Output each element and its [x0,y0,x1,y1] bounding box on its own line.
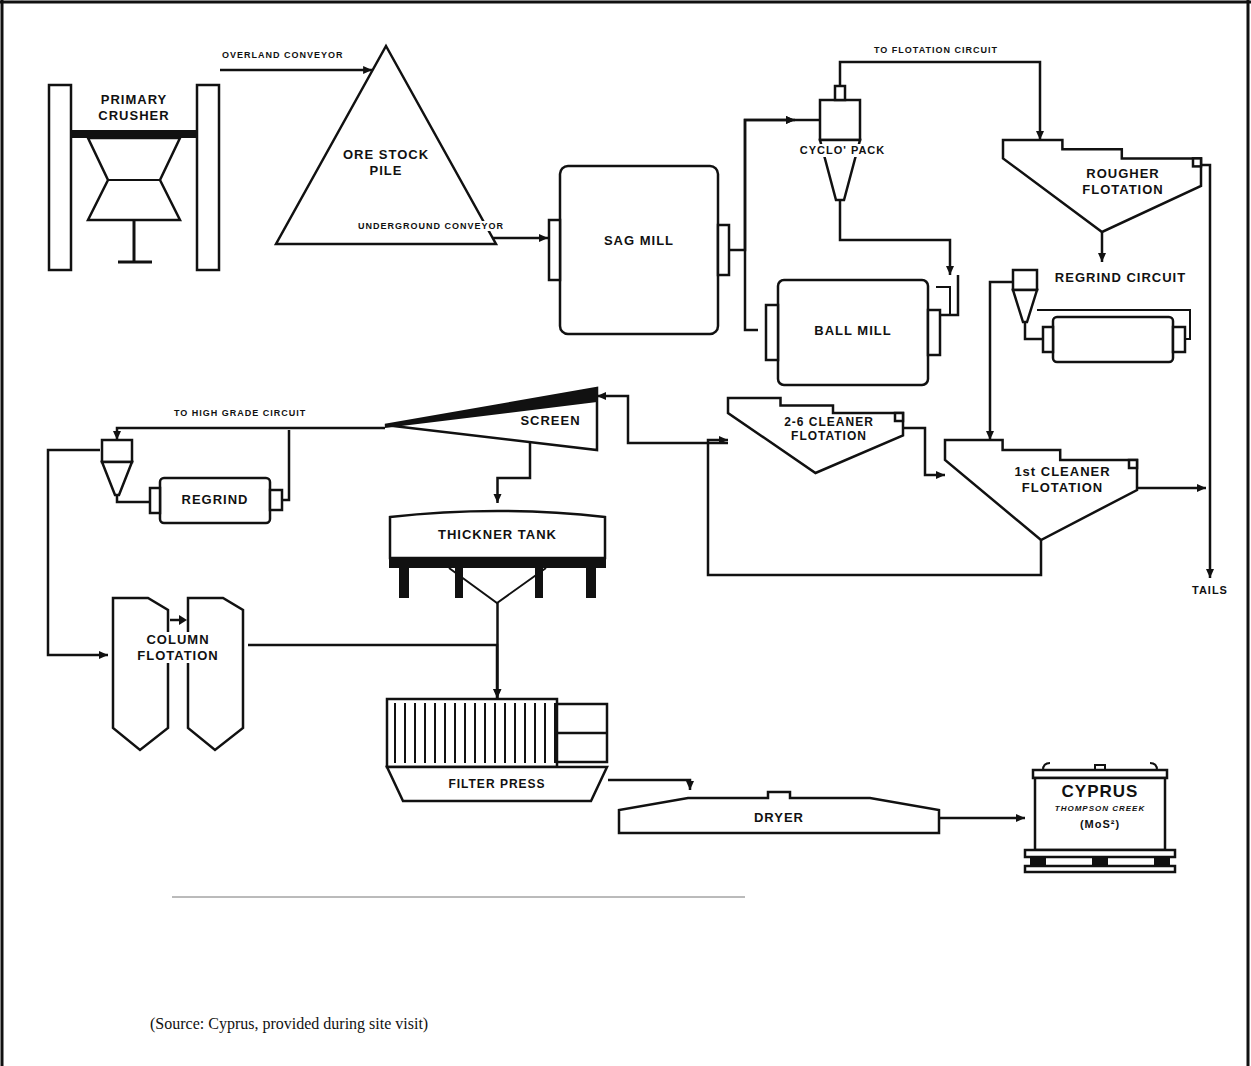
cyclone-node: CYCLO' PACK [795,82,890,212]
node-label: SAG MILL [588,233,690,249]
page-frame [1,0,4,1066]
flotation-cell: 1st CLEANER FLOTATION [945,440,1137,540]
flow-label: TO FLOTATION CIRCUIT [872,45,1000,55]
sag-mill-node: SAG MILL [548,165,730,335]
node-label: (MoS²) [1035,818,1165,831]
node-label: 2-6 CLEANER FLOTATION [773,415,885,444]
flow-connector [1101,232,1104,262]
flow-label: TO HIGH GRADE CIRCUIT [172,408,308,418]
column-flotation-node: COLUMN FLOTATION [108,598,248,753]
flow-connector [940,817,1025,820]
node-label: THOMPSON CREEK [1035,804,1165,814]
stream-label: TAILS [1192,584,1228,596]
ball-mill-node: BALL MILL [758,275,958,387]
stockpile-node: ORE STOCK PILE [275,45,497,245]
node-outline [548,165,730,335]
flow-connector [903,428,945,475]
node-label: COLUMN FLOTATION [123,632,233,663]
tails-line [1137,487,1206,490]
dryer-node: DRYER [618,790,940,834]
filter-press-node: FILTER PRESS [386,698,608,802]
node-label: SCREEN [513,413,588,429]
flow-connector [48,450,108,655]
node-label: FILTER PRESS [406,777,588,791]
flotation-cell: 2-6 CLEANER FLOTATION [728,398,903,473]
flow-connector [117,428,385,440]
flow-connector [840,62,1040,140]
thickener-node: THICKNER TANK [389,503,606,603]
node-outline [275,45,497,245]
node-label: CYCLO' PACK [795,144,890,157]
node-outline [100,440,290,525]
rule-line [172,897,745,898]
flotation-cell: ROUGHER FLOTATION [1003,140,1201,232]
regrind-node: REGRIND [100,440,290,525]
flow-label: UNDERGROUND CONVEYOR [356,221,506,231]
flow-connector [498,442,531,503]
node-label: ROUGHER FLOTATION [1063,166,1183,197]
flow-connector [220,69,372,72]
source-caption: (Source: Cyprus, provided during site vi… [150,1015,428,1033]
flow-connector [248,645,497,698]
page-frame [1247,0,1250,1066]
screen-node: SCREEN [385,388,597,450]
crusher-node: PRIMARY CRUSHER [48,62,220,272]
node-label: ORE STOCK PILE [331,147,441,178]
node-label: THICKNER TANK [399,527,596,543]
flow-connector [597,396,728,443]
node-label: REGRIND [162,492,268,508]
flow-connector [608,780,690,790]
node-label: REGRIND CIRCUIT [1053,270,1188,286]
node-label: DRYER [718,810,840,826]
node-label: PRIMARY CRUSHER [76,92,192,123]
flow-connector [496,603,499,698]
node-outline [389,503,606,603]
product-bin-node: CYPRUS THOMPSON CREEK (MoS²) [1025,762,1175,874]
flow-connector [493,237,548,240]
page-frame [0,1,1251,4]
regrind-node: REGRIND CIRCUIT [1008,262,1193,367]
node-label: CYPRUS [1035,782,1165,802]
flow-connector [730,120,795,250]
node-outline [108,598,248,753]
flow-connector [840,212,950,275]
flow-label: OVERLAND CONVEYOR [220,50,346,60]
flow-connector [990,282,1008,440]
node-label: BALL MILL [783,323,923,339]
node-label: 1st CLEANER FLOTATION [1000,464,1125,495]
tails-line [1201,165,1210,578]
